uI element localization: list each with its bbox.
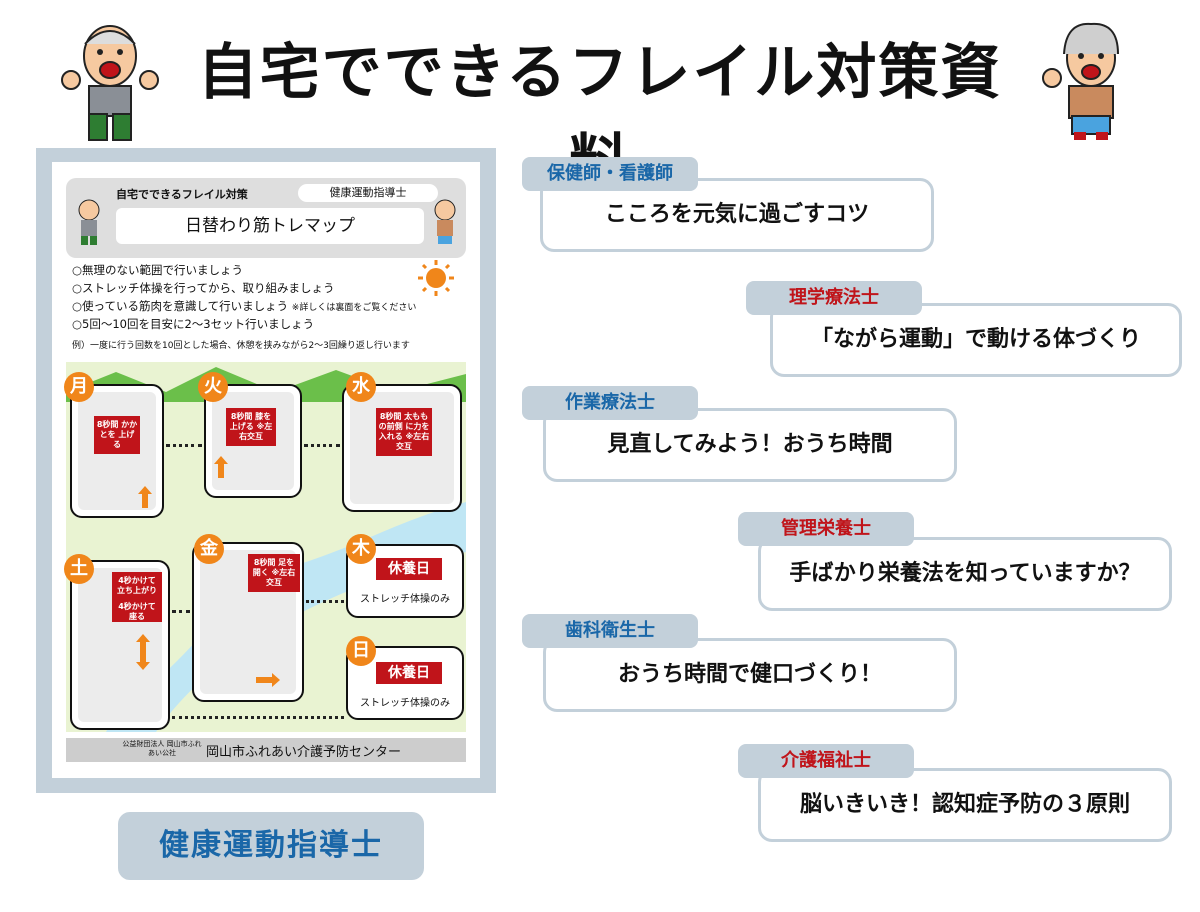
path-dots	[166, 444, 202, 447]
topic-card-home-time[interactable]: 見直してみよう！おうち時間	[543, 408, 957, 482]
topic-tag-physical-therapist: 理学療法士	[746, 281, 922, 315]
topic-card-nutrition[interactable]: 手ばかり栄養法を知っていますか？	[758, 537, 1172, 611]
day-badge-monday: 月	[64, 372, 94, 402]
topic-card-movement[interactable]: 「ながら運動」で動ける体づくり	[770, 303, 1182, 377]
flyer-main-title: 日替わり筋トレマップ	[116, 208, 424, 244]
thursday-sub: ストレッチ体操のみ	[360, 594, 450, 605]
old-woman-mascot-illustration	[1036, 14, 1146, 142]
health-exercise-instructor-button[interactable]: 健康運動指導士	[118, 812, 424, 880]
saturday-instruction-2: 4秒かけて 座る	[118, 602, 156, 621]
path-dots	[172, 610, 190, 613]
flyer-rule-3-row: ○使っている筋肉を意識して行いましょう ※詳しくは裏面をご覧ください	[72, 298, 416, 314]
day-badge-saturday: 土	[64, 554, 94, 584]
flyer-rule-3: ○使っている筋肉を意識して行いましょう	[72, 299, 289, 313]
topic-tag-dental-hygienist: 歯科衛生士	[522, 614, 698, 648]
path-dots	[304, 444, 340, 447]
friday-instruction: 8秒間 足を開く ※左右交互	[248, 554, 300, 592]
flyer-old-man-icon	[74, 196, 104, 246]
day-badge-wednesday: 水	[346, 372, 376, 402]
topic-card-oral-health[interactable]: おうち時間で健口づくり！	[543, 638, 957, 712]
day-card-tuesday: 8秒間 膝を上げる ※左右交互	[204, 384, 302, 498]
sun-icon	[416, 258, 456, 302]
day-badge-friday: 金	[194, 534, 224, 564]
page-title: 自宅でできるフレイル対策資料	[197, 38, 1003, 198]
sunday-sub: ストレッチ体操のみ	[360, 698, 450, 709]
flyer-rule-2: ○ストレッチ体操を行ってから、取り組みましょう	[72, 281, 335, 295]
saturday-instruction-box: 4秒かけて 立ち上がり 4秒かけて 座る	[112, 572, 162, 622]
day-card-monday: 8秒間 かかとを 上げる	[70, 384, 164, 518]
flyer-footer: 公益財団法人 岡山市ふれあい公社 岡山市ふれあい介護予防センター	[66, 738, 466, 762]
topic-tag-dietitian: 管理栄養士	[738, 512, 914, 546]
topic-tag-public-health-nurse: 保健師・看護師	[522, 157, 698, 191]
topic-card-dementia-prevention[interactable]: 脳いきいき！認知症予防の３原則	[758, 768, 1172, 842]
arrow-up-icon	[214, 456, 228, 482]
old-man-mascot-illustration	[55, 14, 165, 142]
flyer-footer-org-small: 公益財団法人 岡山市ふれあい公社	[122, 740, 202, 757]
day-card-wednesday: 8秒間 太ももの前側 に力を入れる ※左右交互	[342, 384, 462, 512]
saturday-instruction-1: 4秒かけて 立ち上がり	[117, 576, 157, 595]
flyer-example: 例）一度に行う回数を10回とした場合、休憩を挟みながら2〜3回繰り返し行います	[72, 341, 410, 351]
flyer-footer-org: 岡山市ふれあい介護予防センター	[206, 745, 402, 760]
day-badge-thursday: 木	[346, 534, 376, 564]
monday-instruction: 8秒間 かかとを 上げる	[94, 416, 140, 454]
flyer-rule-note: ※詳しくは裏面をご覧ください	[291, 303, 417, 313]
topic-tag-occupational-therapist: 作業療法士	[522, 386, 698, 420]
flyer-org-badge: 健康運動指導士	[298, 184, 438, 202]
flyer-rule-1: ○無理のない範囲で行いましょう	[72, 263, 244, 277]
path-dots	[172, 716, 344, 719]
arrow-right-icon	[256, 672, 280, 691]
wednesday-instruction: 8秒間 太ももの前側 に力を入れる ※左右交互	[376, 408, 432, 456]
arrow-updown-icon	[136, 634, 150, 674]
flyer-old-woman-icon	[430, 196, 460, 246]
tuesday-instruction: 8秒間 膝を上げる ※左右交互	[226, 408, 276, 446]
flyer-thumbnail[interactable]: 自宅でできるフレイル対策 健康運動指導士 日替わり筋トレマップ ○無理のない範囲…	[52, 162, 480, 778]
arrow-up-icon	[138, 486, 152, 512]
flyer-small-title: 自宅でできるフレイル対策	[116, 188, 248, 201]
topic-tag-care-worker: 介護福祉士	[738, 744, 914, 778]
flyer-header: 自宅でできるフレイル対策 健康運動指導士 日替わり筋トレマップ	[66, 178, 466, 258]
day-badge-tuesday: 火	[198, 372, 228, 402]
day-badge-sunday: 日	[346, 636, 376, 666]
path-dots	[306, 600, 344, 603]
day-card-friday: 8秒間 足を開く ※左右交互	[192, 542, 304, 702]
thursday-rest-label: 休養日	[376, 558, 442, 580]
flyer-rule-4: ○5回〜10回を目安に2〜3セット行いましょう	[72, 317, 315, 331]
day-card-saturday: 4秒かけて 立ち上がり 4秒かけて 座る	[70, 560, 170, 730]
sunday-rest-label: 休養日	[376, 662, 442, 684]
